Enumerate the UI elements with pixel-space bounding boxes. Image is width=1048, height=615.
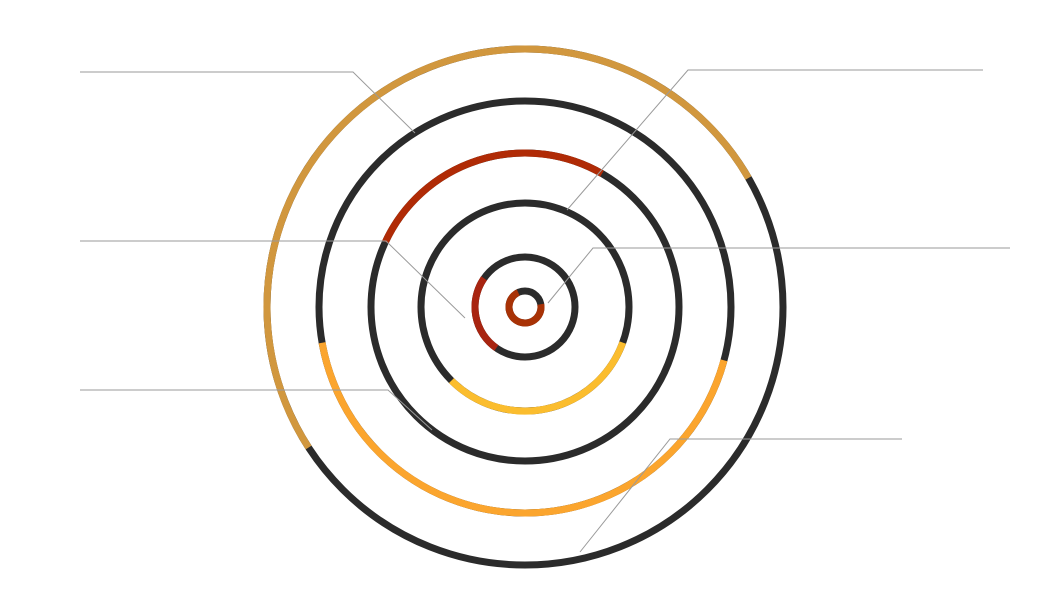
- leader-line-middle-right: [547, 247, 1010, 304]
- ring-1-highlight-arc: [505, 289, 545, 327]
- ring-6-highlight-arc: [263, 45, 752, 450]
- leader-line-middle-left: [80, 240, 466, 319]
- ring-3-highlight-arc: [448, 341, 627, 415]
- leader-line-lower-right: [579, 438, 902, 553]
- rings-group: [263, 45, 787, 569]
- ring-2-highlight-arc: [471, 276, 499, 351]
- ring-4-highlight-arc: [382, 149, 604, 244]
- leader-lines-group: [80, 69, 1010, 553]
- leader-line-lower-left: [80, 389, 433, 431]
- ring-5-highlight-arc: [318, 342, 728, 517]
- leader-line-top-right: [566, 69, 983, 211]
- leader-line-top-left: [80, 71, 416, 134]
